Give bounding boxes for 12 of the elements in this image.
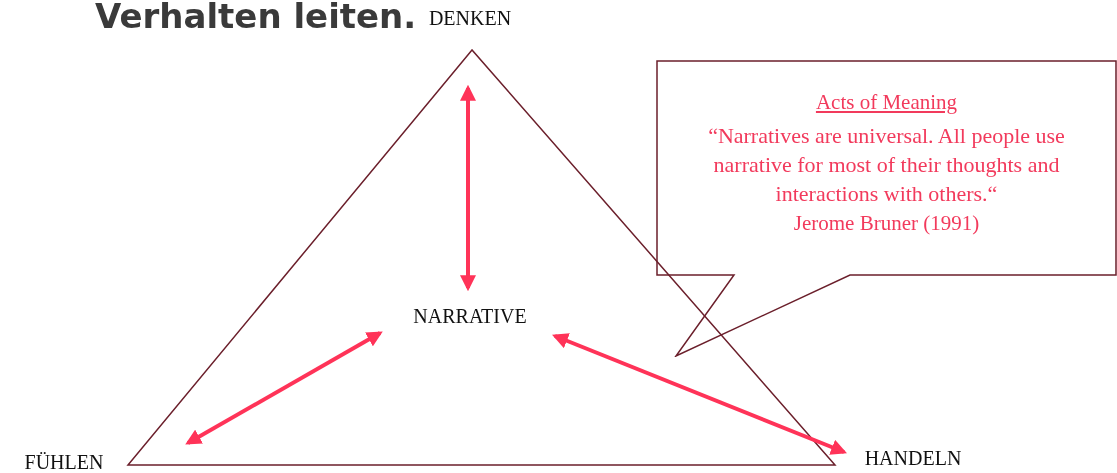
corner-label: HANDELN [850,446,976,472]
double-arrow [185,331,383,445]
corner-label: NARRATIVE [400,304,540,330]
speech-bubble [656,60,1117,357]
author-credit: Jerome Bruner (1991) [792,210,981,237]
double-arrow [552,333,847,455]
corner-label: FÜHLEN [10,450,118,473]
double-arrow [460,84,476,292]
corner-label: DENKEN [418,6,522,32]
book-title: Acts of Meaning [814,89,959,116]
quote-text: “Narratives are universal. All people use narrative for most of their thoughts and interactions with others.“ [707,122,1066,208]
title: Verhalten leiten. [95,0,417,36]
